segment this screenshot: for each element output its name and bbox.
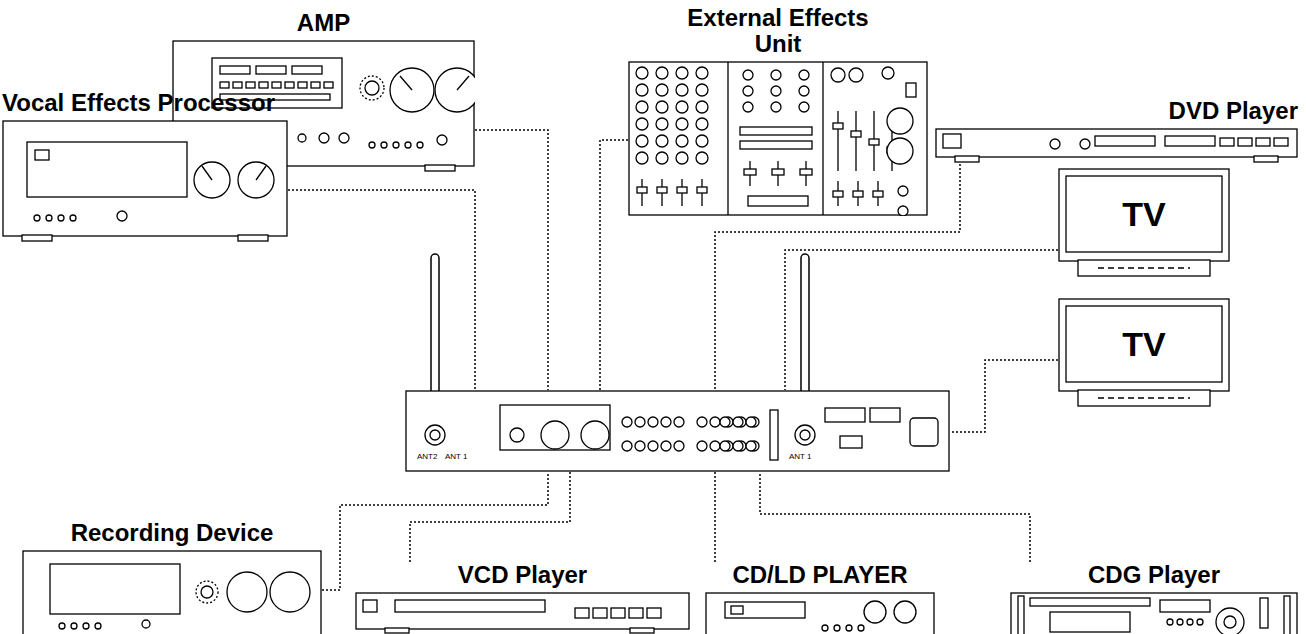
device-label: TV [1066,306,1222,382]
device-label: VCD Player [355,562,690,588]
device-drawing [405,390,950,472]
signal-cable [950,360,1058,432]
device-outline [3,121,287,241]
signal-cable [410,472,570,562]
device-drawing [628,61,928,216]
device-unit: Recording Device [22,520,322,634]
device-unit: Vocal Effects Processor [2,90,288,245]
device-drawing [22,550,322,634]
device-unit: VCD Player [355,562,690,634]
port-label: ANT2 [417,452,437,461]
signal-cable [475,130,548,390]
tv-unit: TV [1058,298,1230,410]
signal-cable [760,472,1030,562]
device-label: TV [1066,176,1222,252]
device-unit: CDG Player [1010,562,1298,634]
signal-cable [288,190,475,390]
port-label: ANT 1 [445,452,468,461]
device-unit: DVD Player [935,98,1298,164]
port-label: ANT 1 [789,452,812,461]
device-outline [1011,593,1297,634]
device-outline [706,593,934,634]
device-drawing [2,120,288,245]
device-label: DVD Player [935,98,1298,124]
tv-unit: TV [1058,168,1230,280]
device-outline [936,129,1297,162]
device-outline [406,391,949,471]
mixer-rear-panel: ANT2 ANT 1 ANT 1 [405,390,950,472]
device-unit: CD/LD PLAYER [705,562,935,634]
device-drawing [1010,592,1298,634]
device-label: AMP [172,10,475,36]
device-outline [1059,299,1229,406]
device-label: Recording Device [22,520,322,546]
device-outline [356,593,689,633]
device-label: Vocal Effects Processor [2,90,288,116]
device-label: CDG Player [1010,562,1298,588]
signal-cable [785,250,1058,390]
device-drawing [355,592,690,634]
device-outline [23,551,321,634]
signal-cable [714,472,716,562]
signal-cable [600,140,628,390]
device-drawing [705,592,935,634]
device-outline [629,62,927,216]
device-label: External Effects Unit [683,5,873,57]
device-drawing [935,128,1298,164]
device-unit: External Effects Unit [628,5,928,216]
device-outline [1059,169,1229,276]
device-label: CD/LD PLAYER [705,562,935,588]
